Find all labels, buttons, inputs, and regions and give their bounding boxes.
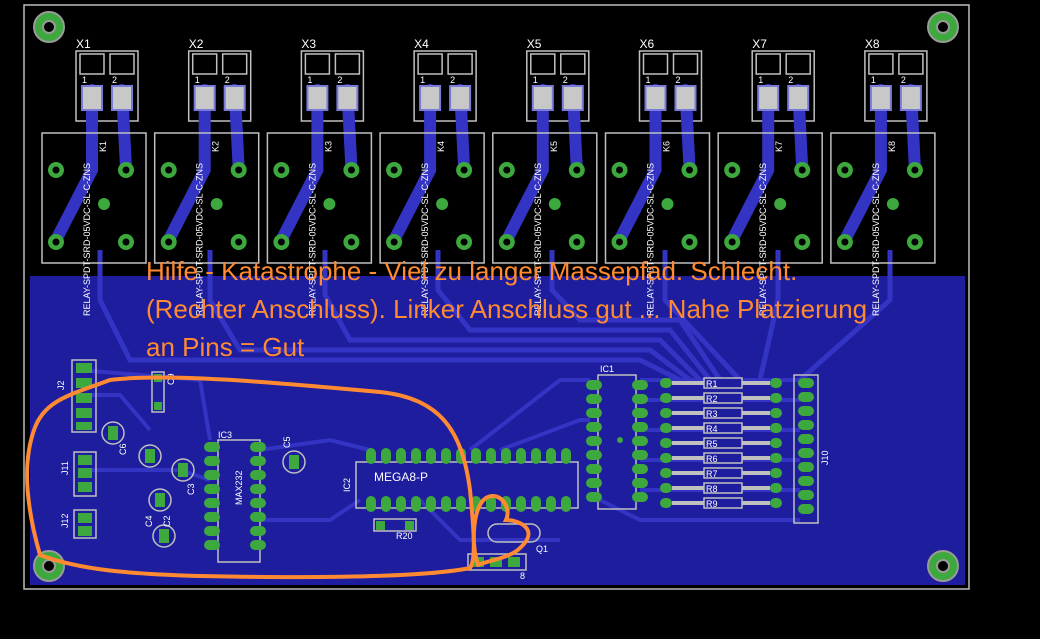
label-connector: X1 [76,37,91,51]
label-relay-ref: K5 [549,141,559,152]
annotation-note: Hilfe - Katastrophe - Viel zu langer Mas… [146,252,966,366]
label-resistor: R3 [706,409,718,419]
label-pin-2: 2 [112,75,117,85]
label-resistor: R1 [706,379,718,389]
crystal-q1: Q1 [487,523,548,554]
connector-j12: J12 [60,509,97,539]
label-pin-2: 2 [225,75,230,85]
mounting-holes [33,11,959,582]
label-connector: X4 [414,37,429,51]
label-relay-part: RELAY-SPDT-SRD-05VDC-SL-C-ZNS [758,163,768,316]
chip-ic1: IC1 [586,364,648,510]
label-relay-ref: K1 [98,141,108,152]
label-resistor: R2 [706,394,718,404]
label-pin-2: 2 [788,75,793,85]
label-q1: Q1 [536,544,548,554]
chip-ic2: IC2 MEGA8-P [342,448,579,512]
chip-ic3: IC3 MAX232 [204,430,266,563]
label-relay-part: RELAY-SPDT-SRD-05VDC-SL-C-ZNS [420,163,430,316]
label-relay-part: RELAY-SPDT-SRD-05VDC-SL-C-ZNS [82,163,92,316]
label-resistor: R7 [706,469,718,479]
annotation-line-2: (Rechter Anschluss). Linker Anschluss gu… [146,294,868,324]
highlight-paths [25,375,531,580]
label-c2: C2 [162,515,172,527]
label-pin-1: 1 [871,75,876,85]
silkscreen-pins [617,437,623,443]
board-outline [23,4,970,590]
capacitor-pads [108,426,299,543]
label-resistor: R6 [706,454,718,464]
capacitors [101,421,306,548]
label-relay-ref: K2 [211,141,221,152]
label-pin-1: 1 [82,75,87,85]
label-pin-2: 2 [901,75,906,85]
label-connector: X2 [189,37,204,51]
label-j10: J10 [820,450,830,465]
label-c6: C6 [118,443,128,455]
label-connector: X5 [527,37,542,51]
relay-traces [97,250,893,383]
label-pin-1: 1 [533,75,538,85]
label-pin-2: 2 [676,75,681,85]
label-ic2-value: MEGA8-P [374,470,428,484]
label-connector: X3 [301,37,316,51]
resistor-r20: R20 [373,518,417,541]
connector-j10: J10 [793,374,830,524]
label-relay-part: RELAY-SPDT-SRD-05VDC-SL-C-ZNS [646,163,656,316]
label-relay-ref: K8 [887,141,897,152]
label-c4: C4 [144,515,154,527]
label-relay-ref: K3 [323,141,333,152]
label-relay-ref: K6 [662,141,672,152]
label-c5: C5 [282,436,292,448]
label-resistor: R9 [706,499,718,509]
label-j12: J12 [60,513,70,528]
label-relay-ref: K7 [774,141,784,152]
label-resistor: R4 [706,424,718,434]
annotation-line-3: an Pins = Gut [146,332,305,362]
label-pin-2: 2 [563,75,568,85]
label-pin-1: 1 [646,75,651,85]
label-c3: C3 [186,483,196,495]
connector-j11: J11 [60,451,97,497]
label-ic1: IC1 [600,364,614,374]
label-ic3-value: MAX232 [234,470,244,505]
label-pin-1: 1 [758,75,763,85]
label-resistor: R8 [706,484,718,494]
label-ic2: IC2 [342,478,352,492]
label-j11: J11 [60,461,70,475]
label-relay-ref: K4 [436,141,446,152]
label-connector: X7 [752,37,767,51]
label-pin-1: 1 [195,75,200,85]
label-pin-2: 2 [450,75,455,85]
label-connector: X8 [865,37,880,51]
label-connector: X6 [640,37,655,51]
annotation-line-1: Hilfe - Katastrophe - Viel zu langer Mas… [146,256,798,286]
label-8: 8 [520,571,525,581]
label-relay-part: RELAY-SPDT-SRD-05VDC-SL-C-ZNS [195,163,205,316]
label-relay-part: RELAY-SPDT-SRD-05VDC-SL-C-ZNS [871,163,881,316]
label-j2: J2 [56,380,66,390]
label-pin-1: 1 [307,75,312,85]
label-r20: R20 [396,531,413,541]
label-relay-part: RELAY-SPDT-SRD-05VDC-SL-C-ZNS [307,163,317,316]
label-pin-1: 1 [420,75,425,85]
label-ic3: IC3 [218,430,232,440]
label-relay-part: RELAY-SPDT-SRD-05VDC-SL-C-ZNS [533,163,543,316]
label-pin-2: 2 [337,75,342,85]
label-resistor: R5 [706,439,718,449]
